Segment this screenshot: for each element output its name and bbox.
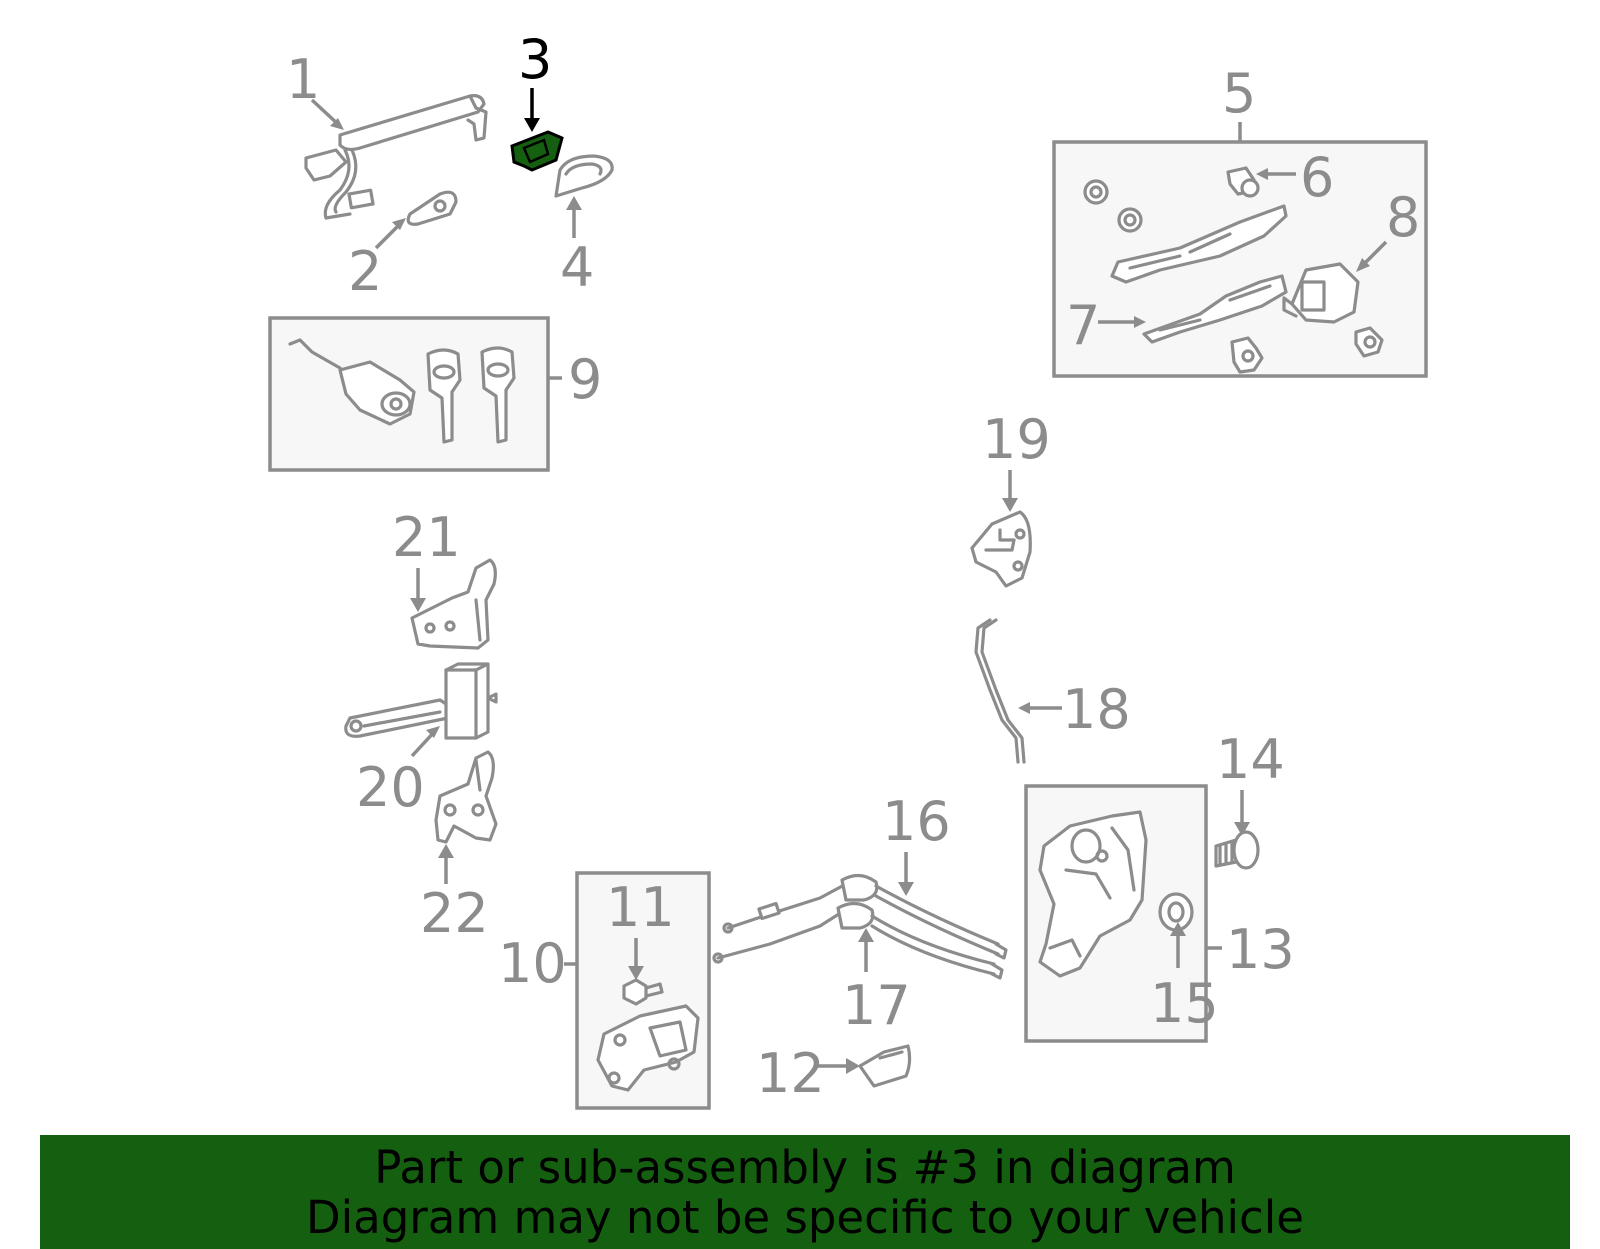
callout-2: 2 <box>348 240 382 303</box>
callout-16: 16 <box>882 790 951 853</box>
part-14-screw[interactable] <box>1214 830 1260 870</box>
callout-4: 4 <box>560 236 594 299</box>
banner-line-1: Part or sub-assembly is #3 in diagram <box>374 1141 1236 1194</box>
callout-15: 15 <box>1150 972 1219 1035</box>
callout-9: 9 <box>568 348 602 411</box>
callout-8: 8 <box>1386 186 1420 249</box>
part-12-pad[interactable] <box>858 1044 912 1088</box>
callout-20: 20 <box>356 756 425 819</box>
part-17-cable[interactable] <box>712 901 1004 980</box>
part-1-outside-handle[interactable] <box>304 94 488 220</box>
part-2-pad[interactable] <box>406 190 458 226</box>
callout-14: 14 <box>1216 728 1285 791</box>
callout-1: 1 <box>286 48 320 111</box>
part-13-door-lock[interactable] <box>1038 810 1148 978</box>
part-6-screw[interactable] <box>1226 166 1260 198</box>
callout-11: 11 <box>606 876 675 939</box>
banner-line-2: Diagram may not be specific to your vehi… <box>306 1191 1304 1244</box>
callout-7: 7 <box>1066 294 1100 357</box>
part-5-frame-assembly[interactable] <box>1083 179 1288 284</box>
callout-3: 3 <box>518 28 552 91</box>
part-4-pad[interactable] <box>554 154 614 198</box>
part-15-grommet[interactable] <box>1158 892 1194 932</box>
part-16-cable[interactable] <box>722 873 1008 960</box>
part-19-striker[interactable] <box>970 510 1032 588</box>
callout-10: 10 <box>498 932 567 995</box>
callout-13: 13 <box>1226 918 1295 981</box>
callout-17: 17 <box>842 974 911 1037</box>
callout-21: 21 <box>392 506 461 569</box>
part-11-bolt[interactable] <box>622 978 664 1006</box>
part-10-lock-base[interactable] <box>596 1004 700 1092</box>
callout-12: 12 <box>756 1042 825 1105</box>
part-22-hinge-lower[interactable] <box>434 750 498 844</box>
callout-19: 19 <box>982 408 1051 471</box>
part-7-frame[interactable] <box>1142 274 1288 344</box>
part-3-handle-cap[interactable] <box>510 130 564 172</box>
part-21-hinge-upper[interactable] <box>410 558 497 650</box>
part-8-handle-housing[interactable] <box>1282 262 1360 324</box>
part-18-rod[interactable] <box>974 618 1026 764</box>
callout-22: 22 <box>420 882 489 945</box>
part-5-bolts[interactable] <box>1230 326 1384 374</box>
callout-18: 18 <box>1062 678 1131 741</box>
part-20-door-check[interactable] <box>344 662 498 740</box>
info-banner: Part or sub-assembly is #3 in diagram Di… <box>40 1135 1570 1249</box>
callout-5: 5 <box>1222 62 1256 125</box>
part-9-lock-cylinder-set[interactable] <box>288 338 516 444</box>
callout-6: 6 <box>1300 146 1334 209</box>
